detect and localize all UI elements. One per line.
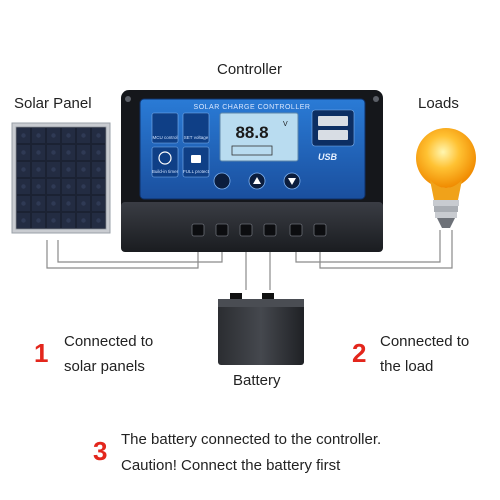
step-3-number: 3	[93, 436, 108, 466]
lcd-display	[219, 112, 299, 162]
terminals	[191, 223, 327, 237]
usb-port-2	[318, 130, 348, 140]
loads-label: Loads	[418, 95, 459, 112]
solar-panel-label: Solar Panel	[14, 95, 92, 112]
step-2-line1: Connected to	[380, 333, 470, 350]
controller-device: SOLAR CHARGE CONTROLLER MCU control SET …	[121, 90, 383, 252]
usb-label: USB	[318, 152, 338, 162]
controller-label: Controller	[217, 61, 283, 78]
step-2-line2: the load	[380, 358, 434, 375]
usb-port-1	[318, 116, 348, 126]
timer-label: Build-in timer	[152, 169, 179, 174]
lcd-status-icons	[231, 145, 273, 156]
timer-icon	[151, 146, 179, 178]
battery-label: Battery	[233, 372, 281, 389]
light-bulb-icon	[416, 128, 476, 228]
mcu-icon	[151, 112, 179, 144]
step-3-line2: Caution! Connect the battery first	[121, 457, 341, 474]
protect-label: FULL protect	[183, 169, 210, 174]
step-1-number: 1	[34, 338, 49, 368]
step-2-number: 2	[352, 338, 367, 368]
mcu-label: MCU control	[152, 135, 177, 140]
set-voltage-icon	[182, 112, 210, 144]
solar-panel-image	[11, 122, 111, 234]
battery-image	[218, 293, 304, 365]
set-label: SET voltage	[184, 135, 209, 140]
menu-button	[213, 172, 231, 190]
lcd-value: 88.8	[235, 123, 268, 142]
lcd-unit: V	[283, 121, 288, 128]
step-1-line1: Connected to	[64, 333, 154, 350]
step-3-line1: The battery connected to the controller.	[121, 431, 382, 448]
controller-header-text: SOLAR CHARGE CONTROLLER	[194, 104, 311, 111]
step-1-line2: solar panels	[64, 358, 145, 375]
